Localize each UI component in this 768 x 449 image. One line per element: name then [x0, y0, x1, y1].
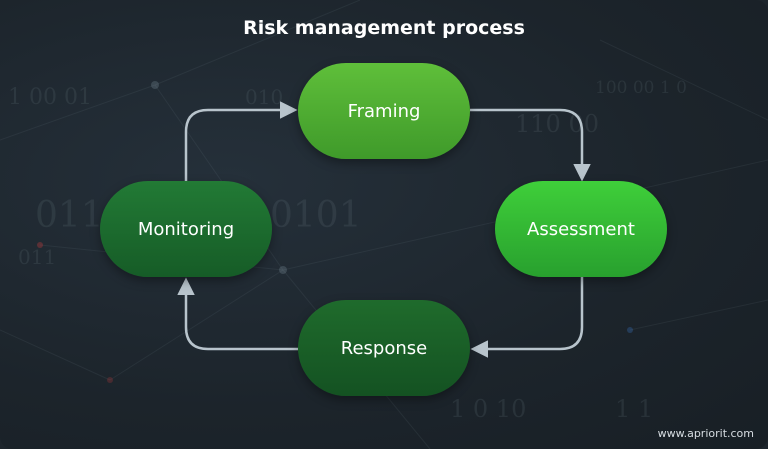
background-digits: 010 [245, 85, 284, 109]
background-digits: 011 [35, 195, 104, 236]
node-response: Response [298, 300, 470, 396]
background-digits: 1 0 10 [450, 395, 527, 423]
background-digits: 1 1 [615, 395, 654, 423]
node-monitoring: Monitoring [100, 181, 272, 277]
background-digits: 110 00 [515, 110, 599, 138]
arrow-assessment-to-response [470, 277, 584, 358]
background-digits: 1 00 01 [8, 85, 92, 110]
background-digits: 100 00 1 0 [595, 78, 687, 98]
background-digits: 0101 [270, 195, 362, 236]
footer-url: www.apriorit.com [657, 427, 754, 440]
arrow-framing-to-assessment [470, 108, 591, 182]
diagram-title: Risk management process [243, 17, 525, 39]
node-framing: Framing [298, 63, 470, 159]
node-assessment: Assessment [495, 181, 667, 277]
arrow-response-to-monitoring [177, 277, 298, 351]
background-digits: 011 [18, 245, 57, 269]
arrow-monitoring-to-framing [184, 101, 298, 181]
